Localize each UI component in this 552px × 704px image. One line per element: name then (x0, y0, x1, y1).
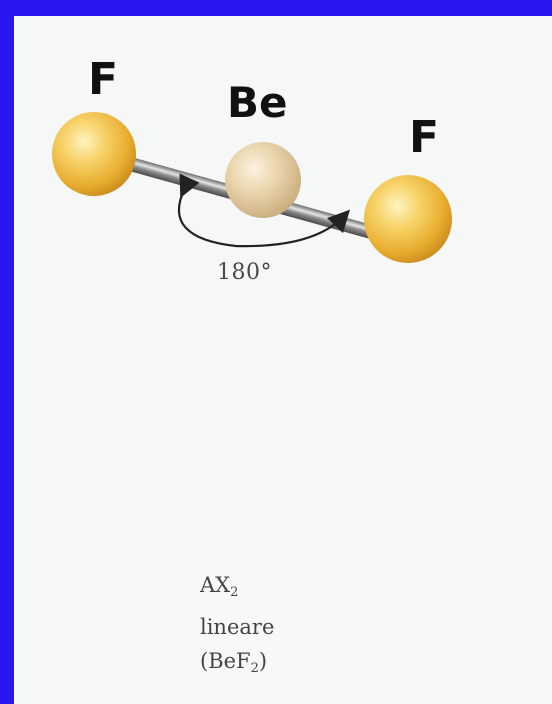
caption-formula-base: AX (200, 573, 231, 597)
bef2-molecule-diagram (52, 112, 452, 263)
bond-angle-label: 180° (217, 260, 272, 285)
molecule-caption: AX2 lineare (BeF2) (200, 568, 274, 686)
caption-compound-subscript: 2 (250, 661, 259, 676)
atom-label-fluorine-left: F (88, 54, 119, 105)
atom-label-fluorine-right: F (409, 112, 440, 163)
caption-compound: (BeF2) (200, 644, 274, 686)
angle-arc-arrow (178, 173, 351, 248)
caption-formula: AX2 (200, 568, 274, 610)
beryllium-atom (225, 142, 301, 218)
atom-label-beryllium: Be (227, 78, 288, 127)
caption-formula-subscript: 2 (230, 585, 239, 600)
content-panel: F Be F 180° AX2 lineare (BeF2) (14, 16, 552, 704)
caption-compound-close: ) (258, 649, 268, 673)
fluorine-atom-right (364, 175, 452, 263)
molecule-illustration: F Be F 180° (14, 16, 552, 476)
fluorine-atom-left (52, 112, 136, 196)
caption-geometry: lineare (200, 615, 275, 639)
caption-compound-open: (BeF (200, 649, 251, 673)
